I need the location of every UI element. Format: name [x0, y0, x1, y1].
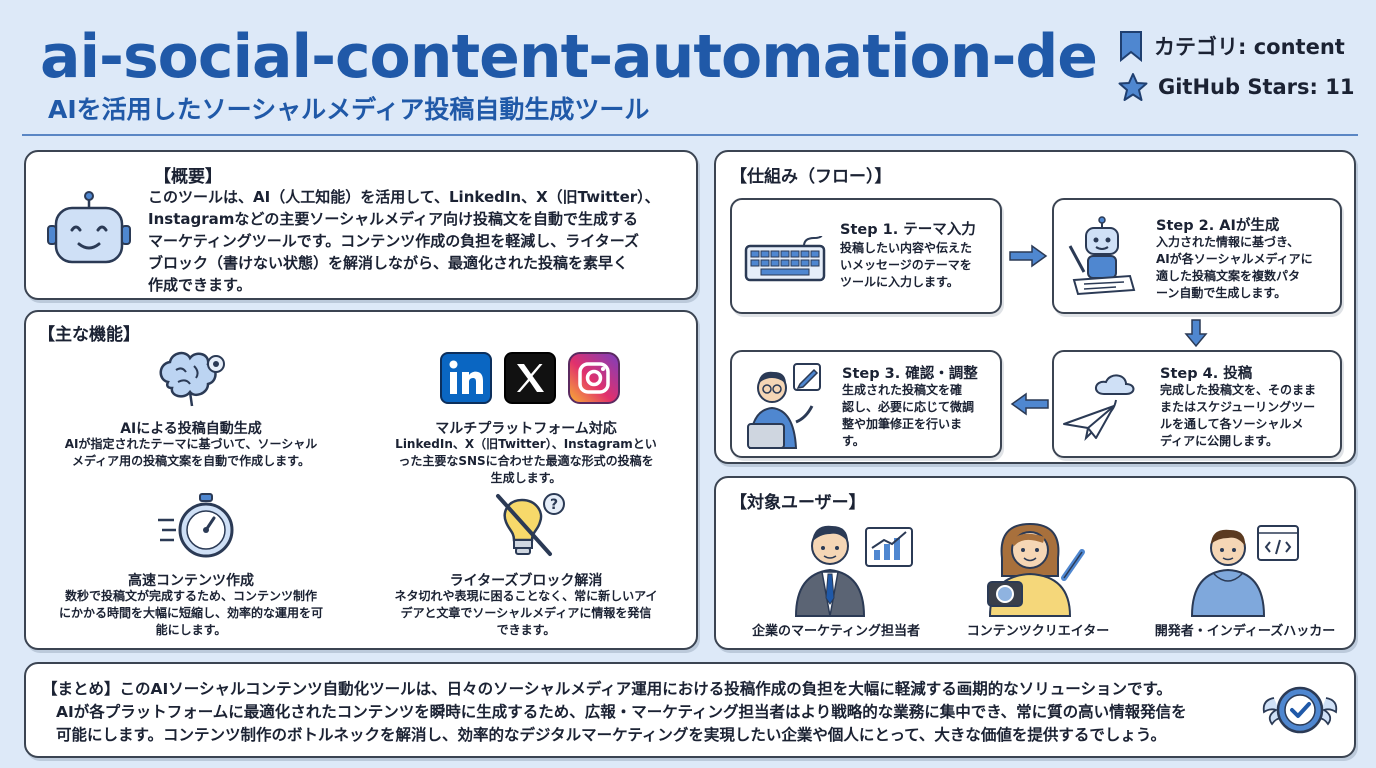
flow-step: Step 3. 確認・調整 生成された投稿文を確 認し、必要に応じて微調 整や加…	[730, 350, 1002, 458]
person-laptop-icon	[742, 362, 826, 452]
step-title: Step 1. テーマ入力	[840, 222, 976, 238]
step-title: Step 4. 投稿	[1160, 366, 1253, 382]
feature-desc-line: メディア用の投稿文案を自動で作成します。	[72, 454, 310, 468]
step-desc-line: す。	[842, 434, 865, 448]
overview-line: このツールは、AI（人工知能）を活用して、LinkedIn、X（旧Twitter…	[148, 188, 660, 206]
feature-desc-line: 能にします。	[155, 623, 227, 637]
summary-panel: 【まとめ】このAIソーシャルコンテンツ自動化ツールは、日々のソーシャルメディア運…	[24, 662, 1356, 758]
feature-desc: 数秒で投稿文が完成するため、コンテンツ制作 にかかる時間を大幅に短縮し、効率的な…	[36, 588, 346, 639]
step-title: Step 2. AIが生成	[1156, 218, 1280, 234]
page-title: ai-social-content-automation-de	[40, 22, 1098, 92]
creator-icon	[982, 518, 1092, 618]
step-desc-line: 生成された投稿文を確	[842, 383, 963, 397]
feature-desc: LinkedIn、X（旧Twitter）、Instagramとい った主要なSN…	[366, 436, 686, 487]
summary-line: 【まとめ】このAIソーシャルコンテンツ自動化ツールは、日々のソーシャルメディア運…	[42, 680, 1172, 698]
category-row: カテゴリ: content	[1118, 30, 1354, 62]
feature-desc-line: AIが指定されたテーマに基づいて、ソーシャル	[64, 437, 318, 451]
feature-desc: ネタ切れや表現に困ることなく、常に新しいアイ デアと文章でソーシャルメディアに情…	[366, 588, 686, 639]
users-panel: 【対象ユーザー】 企業のマーケティング担当者	[714, 476, 1356, 650]
feature-desc-line: デアと文章でソーシャルメディアに情報を発信	[400, 606, 652, 620]
step-desc-line: 入力された情報に基づき、	[1156, 235, 1300, 249]
x-icon	[504, 352, 556, 404]
robot-writing-icon	[1064, 216, 1144, 302]
feature-title: ライターズブロック解消	[449, 573, 603, 589]
step-title: Step 3. 確認・調整	[842, 366, 978, 382]
arrow-down-icon	[1184, 318, 1208, 348]
page-subtitle: AIを活用したソーシャルメディア投稿自動生成ツール	[48, 95, 650, 124]
overview-line: Instagramなどの主要ソーシャルメディア向け投稿文を自動で生成する	[148, 210, 639, 228]
step-desc-line: 認し、必要に応じて微調	[842, 400, 975, 414]
user-label: コンテンツクリエイター	[966, 624, 1110, 639]
summary-text: 【まとめ】このAIソーシャルコンテンツ自動化ツールは、日々のソーシャルメディア運…	[42, 678, 1187, 747]
stars-label: GitHub Stars: 11	[1158, 75, 1355, 99]
feature-desc-line: 生成します。	[490, 471, 562, 485]
overview-line: マーケティングツールです。コンテンツ作成の負担を軽減し、ライターズ	[148, 232, 639, 250]
star-icon	[1118, 72, 1148, 102]
feature-desc-line: にかかる時間を大幅に短縮し、効率的な運用を可	[58, 606, 323, 620]
step-desc-line: またはスケジューリングツー	[1160, 400, 1316, 414]
step-desc-line: 適した投稿文案を複数パタ	[1156, 269, 1301, 283]
step-desc-line: ルを通して各ソーシャルメ	[1160, 417, 1304, 431]
feature-desc-line: できます。	[496, 623, 556, 637]
users-heading: 【対象ユーザー】	[730, 493, 866, 513]
developer-icon	[1186, 518, 1306, 618]
overview-line: 作成できます。	[148, 276, 252, 294]
feature-desc-line: った主要なSNSに合わせた最適な形式の投稿を	[398, 454, 654, 468]
overview-panel: 【概要】 このツールは、AI（人工知能）を活用して、LinkedIn、X（旧Tw…	[24, 150, 698, 300]
feature-desc-line: ネタ切れや表現に困ることなく、常に新しいアイ	[394, 589, 658, 603]
flow-step: Step 4. 投稿 完成した投稿文を、そのまま またはスケジューリングツー ル…	[1052, 350, 1342, 458]
step-desc-line: ディアに公開します。	[1160, 434, 1278, 448]
overview-heading: 【概要】	[154, 167, 222, 187]
brain-icon	[154, 348, 230, 412]
check-badge-icon	[1260, 680, 1340, 740]
flow-panel: 【仕組み（フロー）】 Step 1. テーマ入力 投稿したい内容や伝えた いメッ…	[714, 150, 1356, 464]
platform-icons	[440, 352, 620, 404]
step-desc: 投稿したい内容や伝えた いメッセージのテーマを ツールに入力します。	[840, 240, 972, 291]
step-desc: 完成した投稿文を、そのまま またはスケジューリングツー ルを通して各ソーシャルメ…	[1160, 382, 1316, 450]
overview-text: このツールは、AI（人工知能）を活用して、LinkedIn、X（旧Twitter…	[148, 186, 688, 296]
step-desc-line: ーン自動で生成します。	[1156, 286, 1287, 300]
flow-step: Step 1. テーマ入力 投稿したい内容や伝えた いメッセージのテーマを ツー…	[730, 198, 1002, 314]
stars-row: GitHub Stars: 11	[1118, 72, 1354, 102]
step-desc: 生成された投稿文を確 認し、必要に応じて微調 整や加筆修正を行いま す。	[842, 382, 974, 450]
svg-text:?: ?	[550, 497, 558, 513]
step-desc-line: いメッセージのテーマを	[840, 258, 972, 272]
lightbulb-icon: ?	[492, 490, 572, 566]
step-desc-line: AIが各ソーシャルメディアに	[1156, 252, 1313, 266]
user-label: 開発者・インディーズハッカー	[1154, 624, 1336, 639]
step-desc-line: ツールに入力します。	[840, 275, 959, 289]
paper-plane-icon	[1062, 402, 1118, 442]
overview-line: ブロック（書けない状態）を解消しながら、最適化された投稿を素早く	[148, 254, 629, 272]
feature-desc-line: 数秒で投稿文が完成するため、コンテンツ制作	[64, 589, 317, 603]
instagram-icon	[568, 352, 620, 404]
step-desc-line: 投稿したい内容や伝えた	[840, 241, 973, 255]
features-panel: 【主な機能】 AIによる投稿自動生成 AIが指定されたテーマに基づいて、ソーシャ…	[24, 310, 698, 650]
user-label: 企業のマーケティング担当者	[752, 624, 920, 639]
step-desc-line: 完成した投稿文を、そのまま	[1160, 383, 1317, 397]
step-desc-line: 整や加筆修正を行いま	[842, 417, 963, 431]
category-label: カテゴリ: content	[1154, 35, 1345, 59]
bookmark-icon	[1118, 30, 1144, 62]
summary-line: AIが各プラットフォームに最適化されたコンテンツを瞬時に生成するため、広報・マー…	[56, 703, 1187, 721]
feature-desc-line: LinkedIn、X（旧Twitter）、Instagramとい	[395, 437, 657, 451]
summary-line: 可能にします。コンテンツ制作のボトルネックを解消し、効率的なデジタルマーケティン…	[56, 726, 1166, 744]
features-heading: 【主な機能】	[38, 325, 140, 345]
stopwatch-icon	[156, 492, 240, 562]
robot-icon	[46, 190, 132, 280]
linkedin-icon	[440, 352, 492, 404]
arrow-left-icon	[1010, 392, 1050, 416]
flow-heading: 【仕組み（フロー）】	[730, 167, 892, 187]
feature-desc: AIが指定されたテーマに基づいて、ソーシャル メディア用の投稿文案を自動で作成し…	[36, 436, 346, 470]
feature-title: 高速コンテンツ作成	[128, 573, 254, 589]
feature-title: マルチプラットフォーム対応	[435, 421, 617, 437]
businessman-icon	[792, 518, 922, 618]
meta-panel: カテゴリ: content GitHub Stars: 11	[1118, 30, 1354, 102]
arrow-right-icon	[1008, 244, 1048, 268]
header-divider	[22, 134, 1358, 136]
keyboard-icon	[744, 236, 826, 284]
feature-title: AIによる投稿自動生成	[120, 421, 262, 437]
flow-step: Step 2. AIが生成 入力された情報に基づき、 AIが各ソーシャルメディア…	[1052, 198, 1342, 314]
step-desc: 入力された情報に基づき、 AIが各ソーシャルメディアに 適した投稿文案を複数パタ…	[1156, 234, 1313, 302]
